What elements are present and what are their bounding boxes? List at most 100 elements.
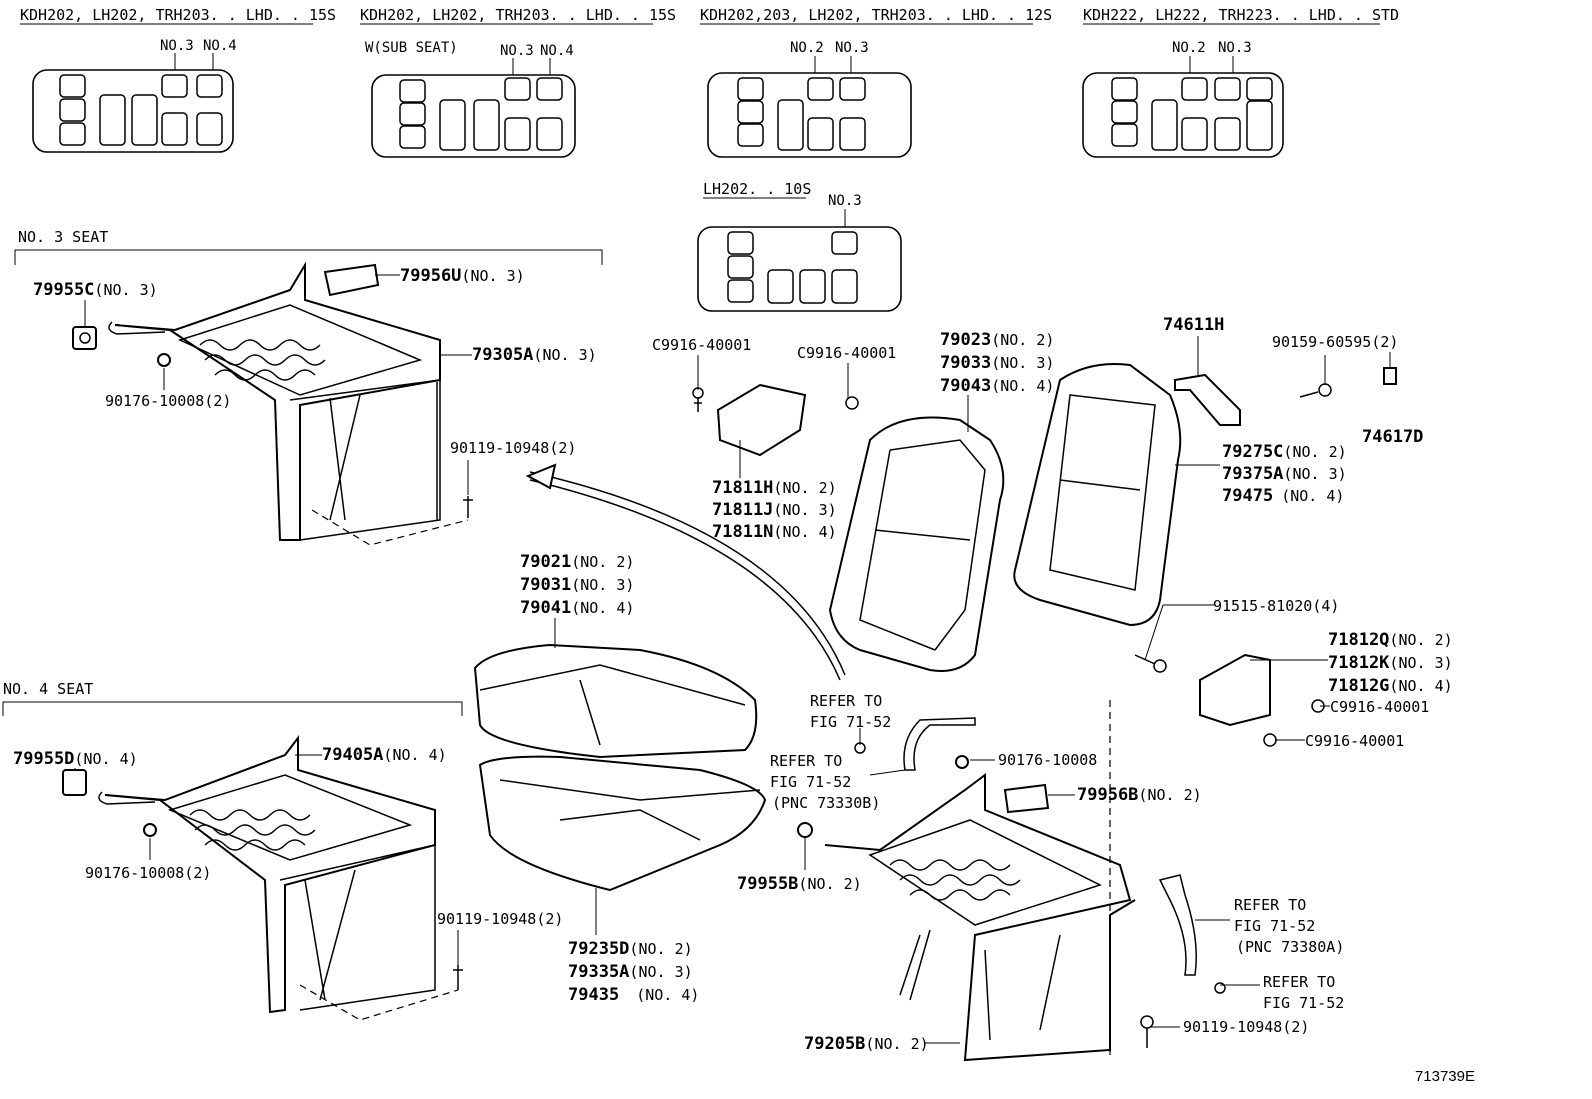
callout-71812Q: 71812Q(NO. 2) — [1328, 630, 1453, 650]
svg-text:(PNC 73380A): (PNC 73380A) — [1236, 938, 1344, 956]
config-title: KDH202,203, LH202, TRH203. . LHD. . 12S — [700, 6, 1052, 24]
svg-text:NO.3: NO.3 — [835, 40, 869, 56]
callout-71811J: 71811J(NO. 3) — [712, 500, 837, 520]
svg-text:NO.4: NO.4 — [540, 43, 574, 59]
svg-text:REFER TO: REFER TO — [1234, 896, 1306, 914]
svg-text:79956U(NO. 3): 79956U(NO. 3) — [400, 266, 525, 286]
callout-74617D: 74617D — [1362, 427, 1423, 447]
belt-buckle-drawing — [1158, 874, 1197, 976]
seat-back-pad-drawing — [828, 416, 1005, 672]
svg-text:NO.4: NO.4 — [203, 38, 237, 54]
callout-79955C: 79955C(NO. 3) — [33, 280, 158, 300]
svg-text:71812Q(NO. 2): 71812Q(NO. 2) — [1328, 630, 1453, 650]
svg-text:79375A(NO. 3): 79375A(NO. 3) — [1222, 464, 1347, 484]
svg-text:71812K(NO. 3): 71812K(NO. 3) — [1328, 653, 1453, 673]
callout-79955D: 79955D(NO. 4) — [13, 749, 138, 769]
svg-text:79956B(NO. 2): 79956B(NO. 2) — [1077, 785, 1202, 805]
callout-79205B: 79205B(NO. 2) — [804, 1034, 929, 1054]
config-map-1: KDH202, LH202, TRH203. . LHD. . 15S NO.3… — [20, 6, 336, 153]
callout-90176-10008-a: 90176-10008(2) — [105, 392, 231, 410]
svg-text:79033(NO. 3): 79033(NO. 3) — [940, 353, 1054, 373]
seat-back-cover-drawing — [1013, 363, 1182, 627]
svg-text:71811H(NO. 2): 71811H(NO. 2) — [712, 478, 837, 498]
svg-text:NO.3: NO.3 — [160, 38, 194, 54]
svg-text:REFER TO: REFER TO — [1263, 973, 1335, 991]
callout-90176-10008-b: 90176-10008(2) — [85, 864, 211, 882]
fasteners — [692, 383, 1332, 1048]
leader-lines — [74, 274, 1391, 1044]
callout-91515-81020: 91515-81020(4) — [1213, 597, 1339, 615]
svg-text:C9916-40001: C9916-40001 — [1330, 698, 1429, 716]
svg-text:71811N(NO. 4): 71811N(NO. 4) — [712, 522, 837, 542]
svg-text:FIG 71-52: FIG 71-52 — [1234, 917, 1315, 935]
reference-note-2: REFER TO FIG 71-52 (PNC 73330B) — [770, 752, 880, 812]
cover-79955B-part — [797, 822, 813, 838]
svg-text:C9916-40001: C9916-40001 — [797, 344, 896, 362]
config-map-2: KDH202, LH202, TRH203. . LHD. . 15S W(SU… — [360, 6, 676, 158]
callout-c9916-b: C9916-40001 — [797, 344, 896, 362]
callout-79955B: 79955B(NO. 2) — [737, 874, 862, 894]
group-title: NO. 4 SEAT — [3, 680, 93, 698]
callout-79475: 79475(NO. 4) — [1222, 486, 1344, 506]
svg-text:79041(NO. 4): 79041(NO. 4) — [520, 598, 634, 618]
svg-text:90119-10948(2): 90119-10948(2) — [437, 910, 563, 928]
callout-71812K: 71812K(NO. 3) — [1328, 653, 1453, 673]
svg-text:90176-10008: 90176-10008 — [998, 751, 1097, 769]
svg-text:90119-10948(2): 90119-10948(2) — [450, 439, 576, 457]
callout-79033: 79033(NO. 3) — [940, 353, 1054, 373]
svg-text:74611H: 74611H — [1163, 315, 1224, 335]
callout-79031: 79031(NO. 3) — [520, 575, 634, 595]
no4-seat-group: NO. 4 SEAT — [2, 680, 463, 716]
config-title: LH202. . 10S — [703, 180, 811, 198]
svg-text:79955B(NO. 2): 79955B(NO. 2) — [737, 874, 862, 894]
callout-79021: 79021(NO. 2) — [520, 552, 634, 572]
svg-text:71811J(NO. 3): 71811J(NO. 3) — [712, 500, 837, 520]
config-map-3: KDH202,203, LH202, TRH203. . LHD. . 12S … — [700, 6, 1052, 158]
callout-90119-10948-a: 90119-10948(2) — [450, 439, 576, 457]
callout-79435: 79435 (NO. 4) — [568, 985, 699, 1005]
svg-text:79335A(NO. 3): 79335A(NO. 3) — [568, 962, 693, 982]
belt-anchor-drawing — [903, 717, 976, 771]
svg-text:79955C(NO. 3): 79955C(NO. 3) — [33, 280, 158, 300]
svg-text:79205B(NO. 2): 79205B(NO. 2) — [804, 1034, 929, 1054]
svg-text:79405A(NO. 4): 79405A(NO. 4) — [322, 745, 447, 765]
callout-79956U: 79956U(NO. 3) — [400, 266, 525, 286]
svg-text:71812G(NO. 4): 71812G(NO. 4) — [1328, 676, 1453, 696]
reference-note-1: REFER TO FIG 71-52 — [810, 692, 891, 731]
svg-text:FIG 71-52: FIG 71-52 — [1263, 994, 1344, 1012]
svg-text:NO.3: NO.3 — [1218, 40, 1252, 56]
svg-text:REFER TO: REFER TO — [770, 752, 842, 770]
svg-text:REFER TO: REFER TO — [810, 692, 882, 710]
svg-text:90176-10008(2): 90176-10008(2) — [105, 392, 231, 410]
callout-79405A: 79405A(NO. 4) — [322, 745, 447, 765]
no2-seat-frame-drawing — [824, 773, 1136, 1062]
svg-text:79235D(NO. 2): 79235D(NO. 2) — [568, 939, 693, 959]
reference-note-4: REFER TO FIG 71-52 — [1263, 973, 1344, 1012]
config-title: KDH202, LH202, TRH203. . LHD. . 15S — [20, 6, 336, 24]
callout-c9916-a: C9916-40001 — [652, 336, 751, 354]
callout-79041: 79041(NO. 4) — [520, 598, 634, 618]
group-title: NO. 3 SEAT — [18, 228, 108, 246]
callout-90176-10008-c: 90176-10008 — [998, 751, 1097, 769]
callout-79043: 79043(NO. 4) — [940, 376, 1054, 396]
svg-text:79305A(NO. 3): 79305A(NO. 3) — [472, 345, 597, 365]
callout-74611H: 74611H — [1163, 315, 1224, 335]
config-map-5: LH202. . 10S NO.3 — [697, 180, 902, 312]
figure-id: 713739E — [1415, 1068, 1475, 1085]
callout-79375A: 79375A(NO. 3) — [1222, 464, 1347, 484]
callout-71811N: 71811N(NO. 4) — [712, 522, 837, 542]
callout-79335A: 79335A(NO. 3) — [568, 962, 693, 982]
bracket-74611H-part — [1174, 373, 1241, 426]
callout-90159-60595: 90159-60595(2) — [1272, 333, 1398, 351]
callout-79305A: 79305A(NO. 3) — [472, 345, 597, 365]
svg-text:NO.2: NO.2 — [790, 40, 824, 56]
svg-text:(PNC 73330B): (PNC 73330B) — [772, 794, 880, 812]
hinge-cover-71812-part — [1199, 653, 1271, 727]
svg-text:FIG 71-52: FIG 71-52 — [770, 773, 851, 791]
svg-text:79021(NO. 2): 79021(NO. 2) — [520, 552, 634, 572]
hinge-cover-71811-part — [716, 383, 807, 457]
config-title: KDH222, LH222, TRH223. . LHD. . STD — [1083, 6, 1399, 24]
svg-text:NO.3: NO.3 — [500, 43, 534, 59]
svg-text:90176-10008(2): 90176-10008(2) — [85, 864, 211, 882]
svg-text:74617D: 74617D — [1362, 427, 1423, 447]
